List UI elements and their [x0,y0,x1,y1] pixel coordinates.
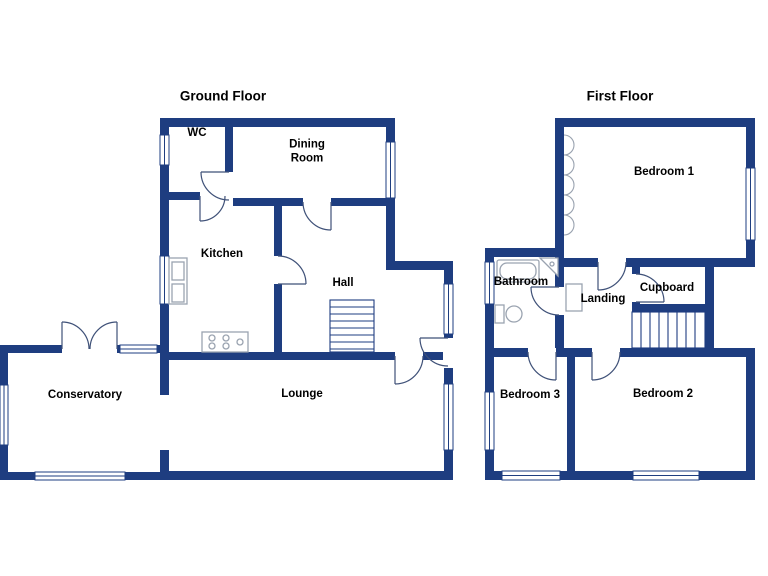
room-label-dining-room: Dining Room [289,138,325,165]
toilet [494,304,523,324]
room-label-hall: Hall [332,276,354,289]
bedroom1-wardrobe [563,134,575,236]
bedroom1-door-arc [597,261,627,291]
kitchen-sink [168,257,188,305]
room-label-bedroom2: Bedroom 2 [632,387,694,400]
first-floor-staircase [631,311,706,349]
room-label-cupboard: Cupboard [639,281,695,294]
ground-floor-title: Ground Floor [179,88,267,104]
wc-door-arc [199,195,226,222]
room-label-bedroom3: Bedroom 3 [499,388,561,401]
room-label-lounge: Lounge [281,387,323,400]
ground-floor-openings [159,338,454,450]
kitchen-hall-door-arc [277,255,307,285]
room-label-bathroom: Bathroom [493,275,549,288]
room-label-wc: WC [187,126,207,139]
room-label-landing: Landing [580,292,626,305]
front-door-arc [419,337,449,367]
landing-cupboard-box [565,283,583,312]
kitchen-dining-door-arc [200,171,230,201]
ground-floor-plan [0,118,454,481]
bathtub [496,259,540,283]
first-floor-windows [484,167,756,481]
first-floor-doors [527,261,665,381]
cupboard-door-arc [635,273,665,303]
ground-floor-doors [61,171,449,385]
dining-hall-door-arc [302,201,332,231]
conservatory-french-doors-arc [61,321,118,350]
room-label-bedroom1: Bedroom 1 [633,165,695,178]
kitchen-hob [201,331,249,353]
bathroom-sink [538,257,559,278]
room-label-kitchen: Kitchen [200,247,244,260]
first-floor-plan [484,118,756,481]
bathroom-door-arc [530,286,560,316]
room-label-conservatory: Conservatory [47,388,123,401]
bedroom3-door-arc [527,351,557,381]
ground-floor-windows [0,134,454,481]
lounge-door-arc [394,355,424,385]
bedroom2-door-arc [591,351,621,381]
ground-floor-staircase [329,299,375,353]
first-floor-title: First Floor [586,88,654,104]
